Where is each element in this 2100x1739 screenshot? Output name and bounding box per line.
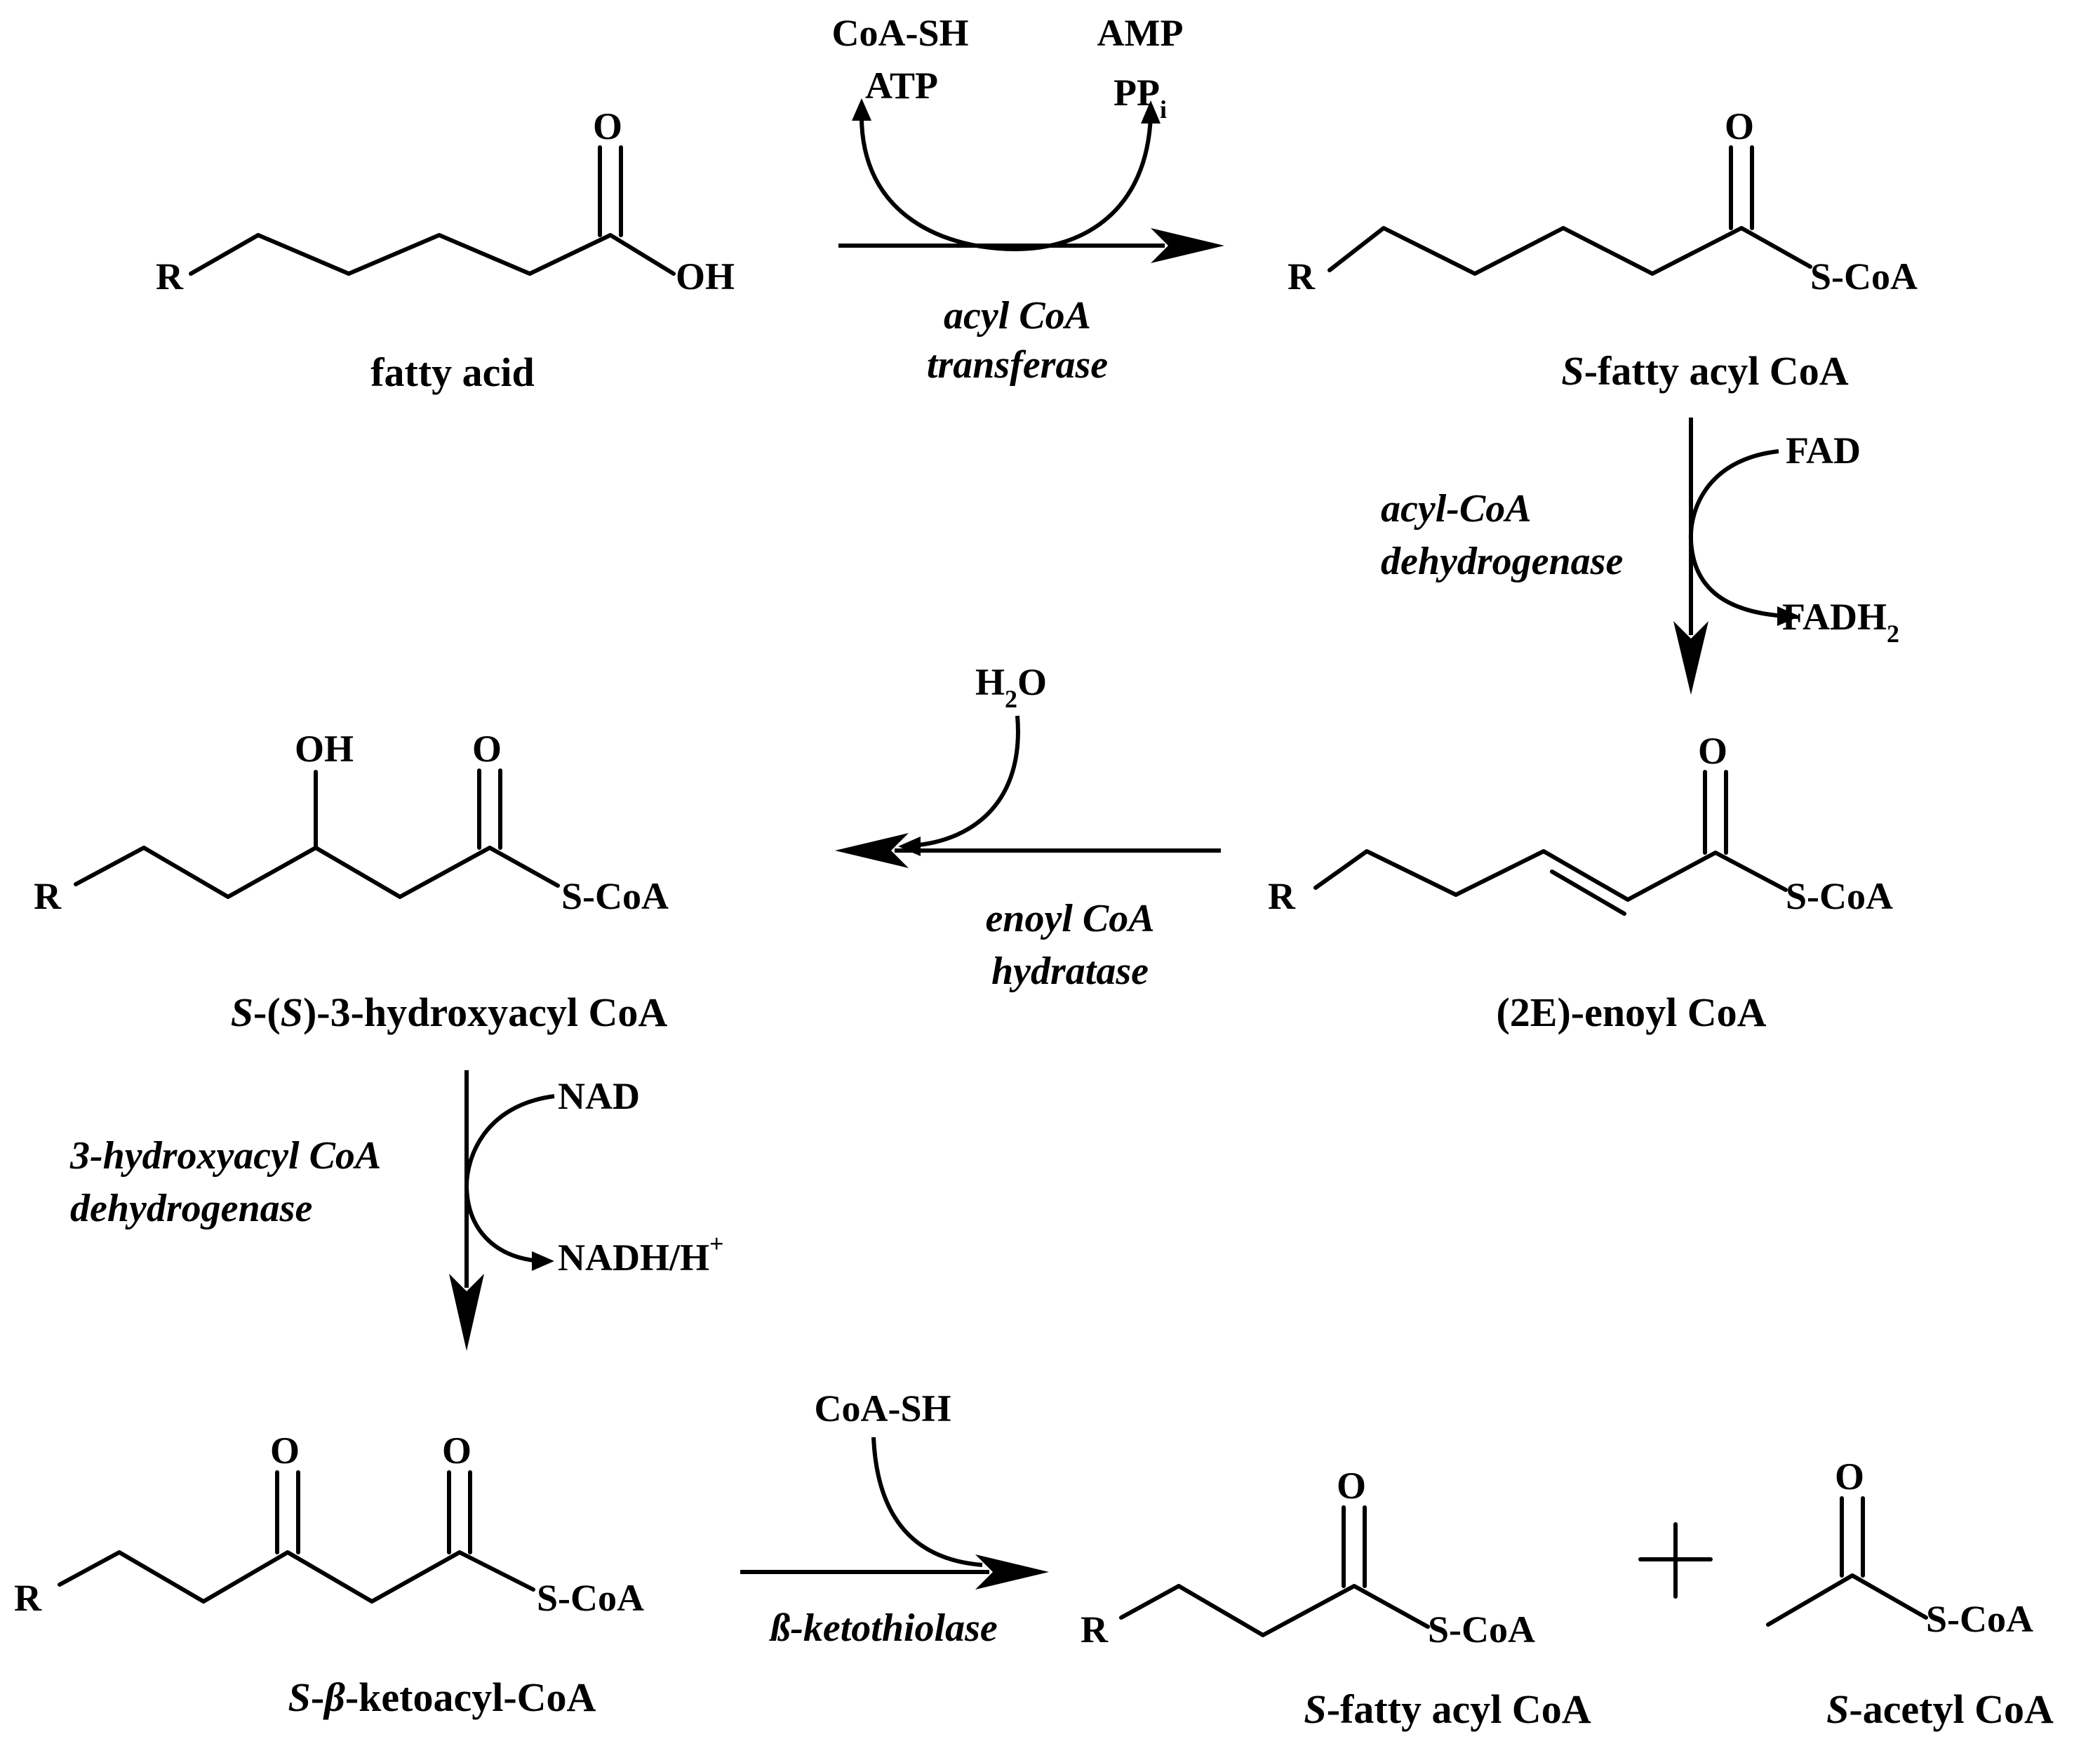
enoyl-coa-structure: R O S-CoA <box>1268 730 1893 917</box>
cofactor-nadh: NADH/H+ <box>558 1230 724 1279</box>
acetyl-coa-name: S-acetyl CoA <box>1826 1686 2054 1732</box>
enzyme-hydratase-line2: hydratase <box>991 950 1149 993</box>
fatty-acid-r-label: R <box>156 255 184 298</box>
fatty-acyl-coa-product-r-label: R <box>1081 1608 1109 1651</box>
ketoacyl-coa-keto-o: O <box>270 1430 300 1472</box>
fatty-acyl-coa-product-name: S-fatty acyl CoA <box>1304 1686 1591 1732</box>
fatty-acyl-coa-product-structure: R O S-CoA <box>1081 1465 1535 1651</box>
enoyl-coa-carbonyl-o: O <box>1698 730 1727 772</box>
hydroxyacyl-coa-carbonyl-o: O <box>472 728 502 770</box>
fatty-acyl-coa-r-label: R <box>1288 255 1316 298</box>
hydroxyacyl-coa-oh: OH <box>295 728 354 770</box>
cofactor-coash-thiolase: CoA-SH <box>814 1387 951 1430</box>
fatty-acyl-coa-carbonyl-o: O <box>1725 105 1754 147</box>
acetyl-coa-carbonyl-o: O <box>1835 1455 1864 1498</box>
fatty-acyl-coa-structure: R O S-CoA <box>1288 105 1918 298</box>
ketoacyl-coa-scoa: S-CoA <box>537 1577 644 1619</box>
fatty-acid-oh: OH <box>676 255 735 298</box>
enzyme-acyl-dehydrogenase-line2: dehydrogenase <box>1381 540 1623 583</box>
hydroxyacyl-coa-structure: R OH O S-CoA <box>34 728 669 917</box>
enzyme-thiolase: ß-ketothiolase <box>768 1606 998 1650</box>
acetyl-coa-structure: O S-CoA <box>1766 1455 2033 1640</box>
fatty-acyl-coa-name: S-fatty acyl CoA <box>1561 348 1848 394</box>
fatty-acyl-coa-product-carbonyl-o: O <box>1337 1465 1366 1507</box>
acetyl-coa-scoa: S-CoA <box>1926 1598 2033 1640</box>
hydroxyacyl-coa-name: S-(S)-3-hydroxyacyl CoA <box>231 990 668 1035</box>
ketoacyl-coa-name: S-β-ketoacyl-CoA <box>288 1674 596 1720</box>
ketoacyl-coa-r-label: R <box>14 1577 42 1619</box>
ketoacyl-coa-carbonyl-o: O <box>442 1430 472 1472</box>
fatty-acyl-coa-scoa: S-CoA <box>1810 255 1918 298</box>
plus-sign <box>1638 1522 1713 1599</box>
hydroxyacyl-dehydrogenase-arrow <box>449 1070 555 1351</box>
cofactor-nad: NAD <box>558 1075 640 1117</box>
fatty-acid-structure: R O OH <box>156 105 735 298</box>
ketoacyl-coa-structure: R O O S-CoA <box>14 1430 644 1619</box>
fatty-acid-carbonyl-o: O <box>593 105 622 147</box>
enzyme-acyl-dehydrogenase-line1: acyl-CoA <box>1381 487 1532 531</box>
enzyme-hydratase-line1: enoyl CoA <box>985 897 1154 940</box>
acyl-dehydrogenase-arrow <box>1673 418 1800 695</box>
enzyme-transferase-line2: transferase <box>927 343 1108 387</box>
hydroxyacyl-coa-r-label: R <box>34 875 62 917</box>
cofactor-fad: FAD <box>1786 429 1861 472</box>
cofactor-amp: AMP <box>1097 12 1184 54</box>
enzyme-hydroxyacyl-dehydrogenase-line1: 3-hydroxyacyl CoA <box>69 1134 381 1178</box>
enoyl-coa-r-label: R <box>1268 875 1296 917</box>
hydroxyacyl-coa-scoa: S-CoA <box>561 875 669 917</box>
cofactor-ppi: PPi <box>1113 72 1167 124</box>
cofactor-fadh2: FADH2 <box>1782 596 1899 648</box>
enzyme-hydroxyacyl-dehydrogenase-line2: dehydrogenase <box>70 1187 312 1230</box>
transferase-arrow <box>838 98 1224 263</box>
enoyl-coa-scoa: S-CoA <box>1786 875 1893 917</box>
enzyme-transferase-line1: acyl CoA <box>944 294 1091 338</box>
fatty-acyl-coa-product-scoa: S-CoA <box>1428 1608 1535 1651</box>
fatty-acid-name: fatty acid <box>370 349 535 395</box>
enoyl-coa-name: (2E)-enoyl CoA <box>1496 990 1766 1035</box>
cofactor-coash-in: CoA-SH <box>831 12 968 54</box>
cofactor-h2o: H2O <box>975 661 1047 713</box>
cofactor-atp: ATP <box>865 65 938 107</box>
hydratase-arrow <box>835 715 1221 868</box>
thiolase-arrow <box>740 1437 1049 1590</box>
